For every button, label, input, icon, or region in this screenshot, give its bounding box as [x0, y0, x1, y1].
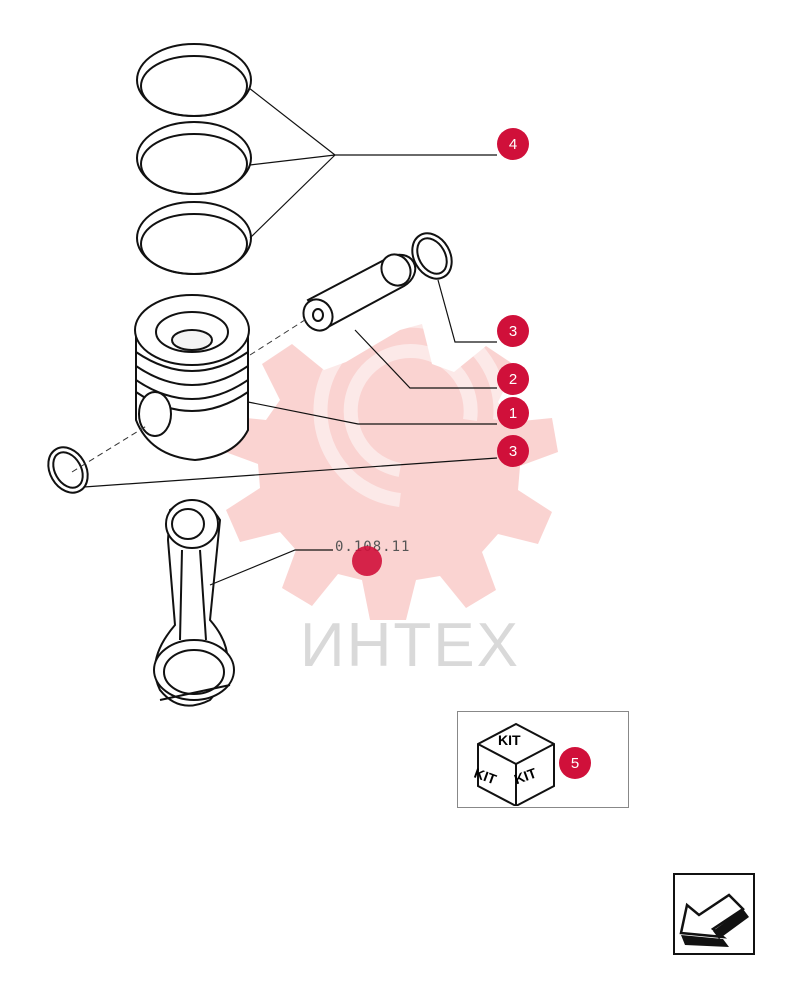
callout-5[interactable]: 5 — [559, 747, 591, 779]
callout-3-pin-ring[interactable]: 3 — [497, 315, 529, 347]
back-arrow-button[interactable] — [673, 873, 755, 955]
leader-lines — [83, 87, 498, 586]
piston-rings — [136, 43, 252, 275]
reference-marker — [352, 546, 382, 576]
callout-1[interactable]: 1 — [497, 397, 529, 429]
callout-2[interactable]: 2 — [497, 363, 529, 395]
back-arrow-icon — [673, 873, 755, 955]
callout-4[interactable]: 4 — [497, 128, 529, 160]
watermark-swirl — [313, 313, 508, 507]
piston — [134, 294, 250, 462]
snap-ring-left — [47, 446, 89, 494]
callout-3-left-ring[interactable]: 3 — [497, 435, 529, 467]
connecting-rod — [153, 499, 235, 707]
snap-ring-right — [411, 232, 453, 280]
axis-lines — [71, 317, 309, 473]
watermark-text: ИНТЕХ — [300, 611, 520, 680]
kit-box: KIT KIT KIT 5 — [457, 711, 629, 808]
piston-pin — [302, 253, 417, 332]
kit-label-top: KIT — [498, 732, 521, 748]
kit-cube-icon — [477, 722, 555, 806]
